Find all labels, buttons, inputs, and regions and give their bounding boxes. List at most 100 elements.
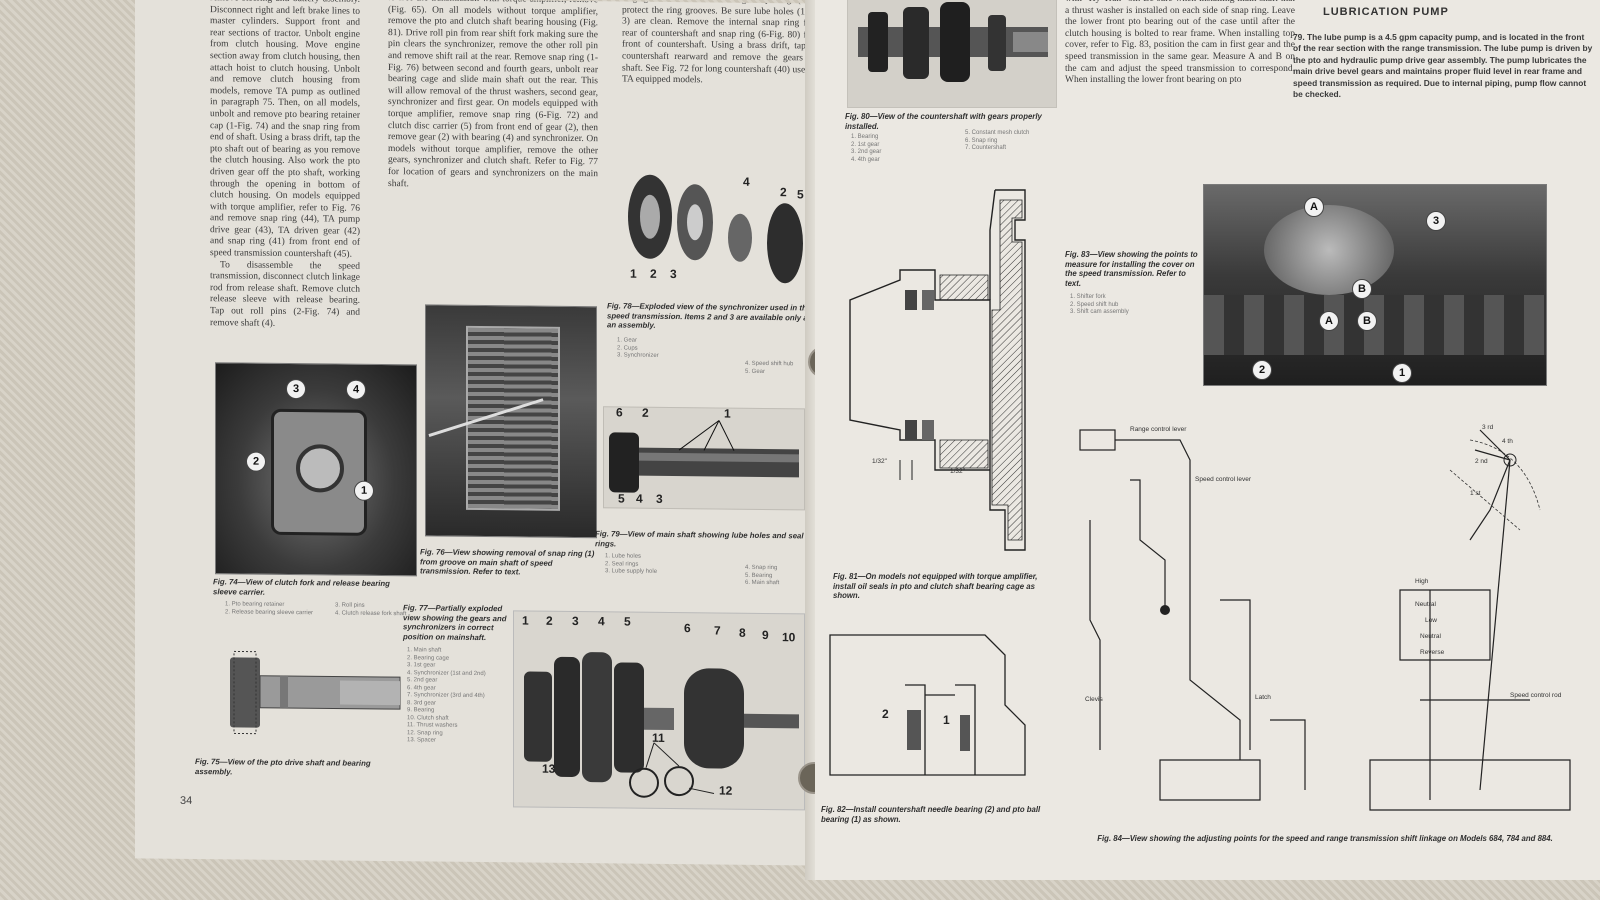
fig84-label-reverse: Reverse	[1420, 649, 1445, 656]
fig77-number: 10	[782, 630, 796, 645]
fig77-photo: 1 2 3 4 5 6 7 8 9 10 11 12 13	[513, 610, 805, 811]
fig83-callout: 2	[1252, 360, 1272, 380]
legend-item: 3. Shift cam assembly	[1070, 309, 1129, 315]
fig83-photo: A 3 B A B 2 1	[1203, 184, 1547, 386]
fig82-bearing-drawing: 2 1	[825, 625, 1055, 805]
right-page: Fig. 80—View of the countershaft with ge…	[815, 0, 1600, 880]
fig83-caption: Fig. 83—View showing the points to measu…	[1065, 250, 1198, 288]
fig84-label-clevis: Clevis	[1085, 696, 1103, 703]
fig77-number: 3	[572, 613, 579, 629]
fig82-caption: Fig. 82—Install countershaft needle bear…	[821, 805, 1041, 824]
legend-item: 1. Shifter fork	[1070, 294, 1106, 300]
left-page: remove steering and battery assembly. Di…	[135, 0, 825, 866]
fig77-number: 4	[598, 614, 605, 629]
fig78-synchronizer-illustration: 1 2 3 4 2 5	[615, 161, 815, 293]
fig84-linkage-drawing: Range control lever Speed control lever …	[1070, 420, 1595, 835]
fig77-number: 7	[714, 623, 721, 638]
fig77-number: 5	[624, 614, 631, 629]
legend-item: 13. Spacer	[407, 737, 437, 744]
fig79-number: 1	[724, 406, 731, 421]
fig83-callout: B	[1357, 311, 1377, 331]
fig79-number: 2	[642, 406, 649, 420]
fig84-label-range-lever: Range control lever	[1130, 426, 1187, 433]
fig79-number: 4	[636, 491, 643, 506]
left-text-column-3: ring grooves before removing snap ring (…	[622, 0, 822, 88]
paragraph-79: 79. The lube pump is a 4.5 gpm capacity …	[1293, 32, 1593, 100]
fig84-caption: Fig. 84—View showing the adjusting point…	[1097, 834, 1553, 843]
legend-item: 2. Release bearing sleeve carrier	[225, 608, 314, 616]
fig82-number: 2	[882, 707, 889, 721]
fig78-number: 2	[650, 266, 657, 281]
fig84-label-speed-rod: Speed control rod	[1510, 692, 1562, 699]
fig78-number: 1	[630, 266, 637, 281]
right-col1-para: with "Hy-Tran" oil. Be sure when install…	[1065, 0, 1295, 86]
fig78-legend-a: 1. Gear 2. Cups 3. Synchronizer	[617, 337, 707, 360]
legend-item: 2. 1st gear	[851, 141, 880, 148]
fig84-label-speed-lever: Speed control lever	[1195, 476, 1252, 483]
fig77-number: 1	[522, 613, 529, 628]
fig79-legend-a: 1. Lube holes 2. Seal rings 3. Lube supp…	[605, 553, 695, 576]
left-col1-para2: To disassemble the speed transmission, d…	[210, 259, 360, 329]
section-heading: LUBRICATION PUMP	[1323, 6, 1449, 18]
fig80-legend-b: 5. Constant mesh clutch 6. Snap ring 7. …	[965, 130, 1055, 153]
fig83-callout: A	[1319, 311, 1339, 331]
fig81-cross-section-drawing: 1/32" 1/32"	[840, 180, 1050, 570]
fig84-label-gear3: 3 rd	[1482, 424, 1494, 431]
fig77-number: 8	[739, 625, 746, 640]
fig81-dimension-label: 1/32"	[950, 468, 965, 475]
fig77-number: 12	[719, 783, 733, 798]
fig78-number: 2	[780, 185, 787, 200]
fig80-photo	[847, 0, 1057, 108]
legend-item: 7. Countershaft	[965, 145, 1007, 151]
fig78-number: 4	[743, 174, 750, 189]
legend-item: 4. 4th gear	[851, 156, 880, 163]
fig74-callout: 3	[286, 378, 306, 400]
legend-item: 3. Synchronizer	[617, 352, 659, 359]
fig84-label-low: Low	[1425, 617, 1437, 624]
left-text-column-1: remove steering and battery assembly. Di…	[210, 0, 360, 331]
fig74-callout: 2	[246, 451, 266, 472]
left-text-column-2: to free the transmission with torque amp…	[388, 0, 598, 192]
fig77-number: 2	[546, 613, 553, 628]
fig79-caption: Fig. 79—View of main shaft showing lube …	[595, 529, 804, 548]
fig84-label-gear4: 4 th	[1502, 438, 1513, 445]
fig79-number: 3	[656, 491, 663, 506]
fig83-callout: A	[1304, 197, 1324, 217]
page-number: 34	[180, 794, 193, 807]
fig77-number: 11	[652, 730, 665, 745]
left-col1-para1: remove steering and battery assembly. Di…	[210, 0, 360, 260]
fig84-label-gear1: 1 st	[1470, 490, 1481, 497]
fig83-callout: 3	[1426, 211, 1446, 231]
fig77-number: 13	[542, 761, 556, 776]
fig77-legend: 1. Main shaft 2. Bearing cage 3. 1st gea…	[407, 647, 507, 746]
fig81-dimension-label: 1/32"	[872, 458, 887, 465]
right-text-column-1: with "Hy-Tran" oil. Be sure when install…	[1065, 0, 1295, 87]
fig77-number: 6	[684, 621, 691, 636]
fig78-caption: Fig. 78—Exploded view of the synchronize…	[607, 301, 812, 330]
fig77-number: 9	[762, 627, 769, 643]
fig74-callout: 1	[354, 480, 374, 501]
fig82-number: 1	[943, 713, 950, 727]
legend-item: 1. Bearing	[851, 134, 879, 140]
legend-item: 6. Snap ring	[965, 137, 998, 144]
fig84-label-gear2: 2 nd	[1475, 458, 1488, 465]
fig79-photo: 6 2 1 5 4 3	[603, 406, 805, 511]
fig77-caption: Fig. 77—Partially exploded view showing …	[403, 603, 507, 642]
fig79-number: 5	[618, 491, 625, 506]
fig79-number: 6	[616, 406, 623, 420]
fig76-caption: Fig. 76—View showing removal of snap rin…	[420, 547, 595, 577]
fig81-caption: Fig. 81—On models not equipped with torq…	[833, 572, 1038, 600]
fig83-legend: 1. Shifter fork 2. Speed shift hub 3. Sh…	[1070, 294, 1180, 317]
fig78-number: 5	[797, 187, 804, 202]
fig78-number: 3	[670, 266, 677, 282]
fig84-label-neutral: Neutral	[1420, 633, 1441, 640]
fig84-label-high: High	[1415, 578, 1429, 585]
fig74-photo: 3 4 2 1	[215, 362, 417, 577]
fig74-legend-a: 1. Pto bearing retainer 2. Release beari…	[225, 601, 325, 617]
fig84-label-latch: Latch	[1255, 694, 1271, 701]
left-col2-para: to free the transmission with torque amp…	[388, 0, 598, 189]
fig75-shaft-illustration	[220, 637, 410, 740]
fig83-callout: B	[1352, 279, 1372, 299]
fig80-legend-a: 1. Bearing 2. 1st gear 3. 2nd gear 4. 4t…	[851, 134, 931, 164]
left-col3-para: ring grooves before removing snap ring (…	[622, 0, 822, 86]
